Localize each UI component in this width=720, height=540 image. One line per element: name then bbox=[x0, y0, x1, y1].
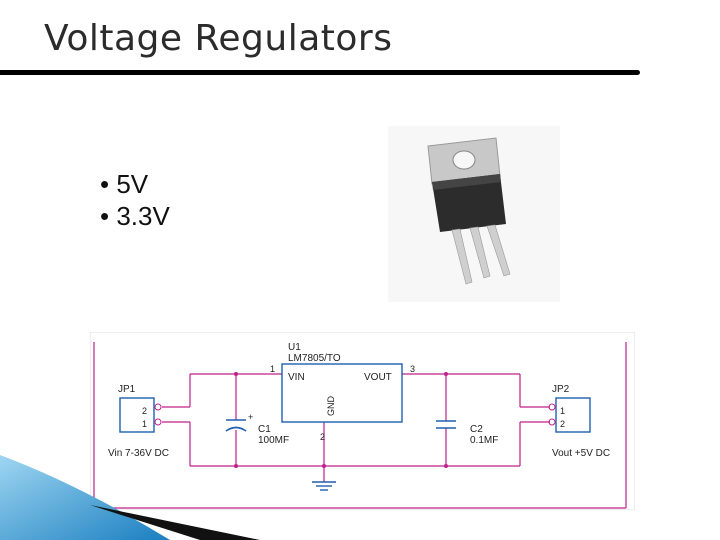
jp2-pin-bottom: 2 bbox=[560, 419, 565, 429]
jp2-ref: JP2 bbox=[552, 384, 570, 395]
bullet-item: 3.3V bbox=[100, 200, 170, 232]
regulator-schematic: U1 LM7805/TO 1 3 2 VIN VOUT GND JP1 2 1 … bbox=[90, 332, 635, 510]
gnd-pin-label: GND bbox=[326, 396, 336, 417]
vout-label: Vout +5V DC bbox=[552, 448, 610, 459]
jp2-pin-top: 1 bbox=[560, 406, 565, 416]
bullet-list: 5V 3.3V bbox=[100, 168, 170, 232]
pin-1: 1 bbox=[270, 364, 275, 374]
regulator-photo bbox=[388, 126, 560, 302]
c1-value: 100MF bbox=[258, 435, 289, 446]
c2-value: 0.1MF bbox=[470, 435, 498, 446]
vin-pin-label: VIN bbox=[288, 372, 305, 383]
vout-pin-label: VOUT bbox=[364, 372, 392, 383]
title-underline bbox=[0, 70, 640, 75]
jp1-ref: JP1 bbox=[118, 384, 136, 395]
u1-part: LM7805/TO bbox=[288, 353, 341, 364]
u1-ref: U1 bbox=[288, 342, 301, 353]
jp1-pin-top: 2 bbox=[142, 406, 147, 416]
vin-range-label: Vin 7-36V DC bbox=[108, 448, 169, 459]
c2-ref: C2 bbox=[470, 424, 483, 435]
slide-title: Voltage Regulators bbox=[44, 18, 393, 59]
jp1-pin-bottom: 1 bbox=[142, 419, 147, 429]
c1-plus: + bbox=[248, 412, 253, 422]
pin-2: 2 bbox=[320, 432, 325, 442]
bullet-item: 5V bbox=[100, 168, 170, 200]
decorative-swoosh bbox=[0, 455, 260, 540]
pin-3: 3 bbox=[410, 364, 415, 374]
c1-ref: C1 bbox=[258, 424, 271, 435]
